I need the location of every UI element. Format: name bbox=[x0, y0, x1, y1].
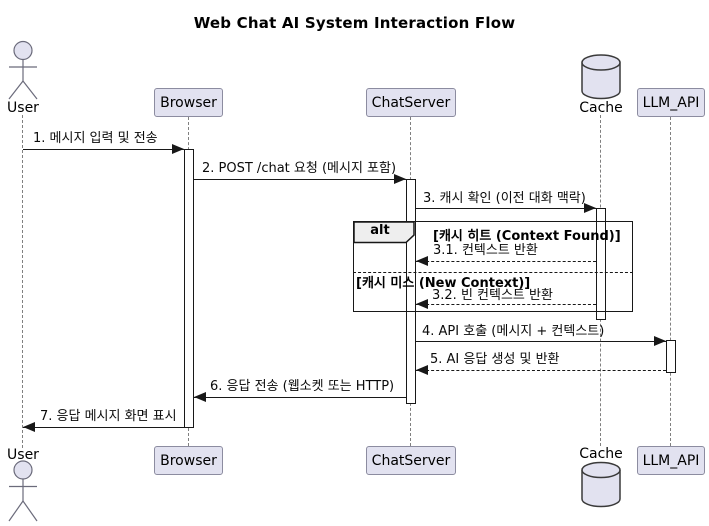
participant-browser-bottom: Browser bbox=[154, 446, 223, 475]
message-1-line bbox=[23, 149, 184, 150]
alt-fragment-frame bbox=[353, 221, 633, 312]
participant-llm-api-top: LLM_API bbox=[637, 88, 705, 117]
message-4-arrowhead bbox=[654, 336, 666, 346]
alt-guard-cache-miss: [캐시 미스 (New Context)] bbox=[356, 276, 531, 291]
alt-operator-label: alt bbox=[370, 223, 390, 238]
message-3-2-line bbox=[416, 304, 596, 305]
message-5-arrowhead bbox=[416, 365, 428, 375]
diagram-title: Web Chat AI System Interaction Flow bbox=[193, 14, 516, 32]
message-7-line bbox=[23, 427, 184, 428]
participant-user-top-label: User bbox=[7, 100, 39, 116]
message-3-1-arrowhead bbox=[416, 256, 428, 266]
message-3-1-label: 3.1. 컨텍스트 반환 bbox=[433, 243, 538, 258]
message-4-label: 4. API 호출 (메시지 + 컨텍스트) bbox=[422, 324, 605, 339]
message-6-line bbox=[194, 397, 406, 398]
message-7-arrowhead bbox=[23, 422, 35, 432]
message-3-line bbox=[416, 208, 596, 209]
participant-user-bottom-label: User bbox=[7, 447, 39, 463]
message-3-2-label: 3.2. 빈 컨텍스트 반환 bbox=[432, 288, 553, 303]
participant-cache-top-label: Cache bbox=[579, 100, 623, 116]
message-3-arrowhead bbox=[584, 203, 596, 213]
alt-guard-cache-hit: [캐시 히트 (Context Found)] bbox=[433, 229, 621, 244]
participant-llm-api-bottom: LLM_API bbox=[637, 446, 705, 475]
activation-cache bbox=[596, 208, 606, 320]
message-4-line bbox=[416, 341, 666, 342]
message-5-label: 5. AI 응답 생성 및 반환 bbox=[430, 352, 560, 367]
message-3-label: 3. 캐시 확인 (이전 대화 맥락) bbox=[423, 191, 586, 206]
activation-browser bbox=[184, 149, 194, 428]
message-7-label: 7. 응답 메시지 화면 표시 bbox=[40, 409, 177, 424]
message-6-arrowhead bbox=[194, 392, 206, 402]
message-3-2-arrowhead bbox=[416, 299, 428, 309]
participant-chatserver-top: ChatServer bbox=[366, 88, 456, 117]
activation-chatserver bbox=[406, 179, 416, 404]
message-1-arrowhead bbox=[172, 144, 184, 154]
cache-database-icon-bottom bbox=[581, 461, 621, 508]
participant-chatserver-bottom: ChatServer bbox=[366, 446, 456, 475]
lifeline-llm-api bbox=[670, 117, 671, 446]
user-actor-icon-bottom bbox=[8, 460, 38, 522]
participant-browser-top: Browser bbox=[154, 88, 223, 117]
message-1-label: 1. 메시지 입력 및 전송 bbox=[33, 131, 158, 146]
message-2-line bbox=[194, 179, 406, 180]
message-6-label: 6. 응답 전송 (웹소켓 또는 HTTP) bbox=[210, 379, 395, 394]
message-3-1-line bbox=[416, 261, 596, 262]
message-5-line bbox=[416, 370, 666, 371]
message-2-arrowhead bbox=[394, 174, 406, 184]
participant-cache-bottom-label: Cache bbox=[579, 446, 623, 462]
activation-llm-api bbox=[666, 340, 676, 373]
alt-operator-pentagon bbox=[353, 221, 415, 244]
cache-database-icon bbox=[581, 54, 621, 100]
lifeline-user bbox=[22, 115, 23, 448]
alt-divider bbox=[353, 272, 633, 273]
message-2-label: 2. POST /chat 요청 (메시지 포함) bbox=[202, 161, 397, 176]
user-actor-icon bbox=[8, 40, 38, 100]
